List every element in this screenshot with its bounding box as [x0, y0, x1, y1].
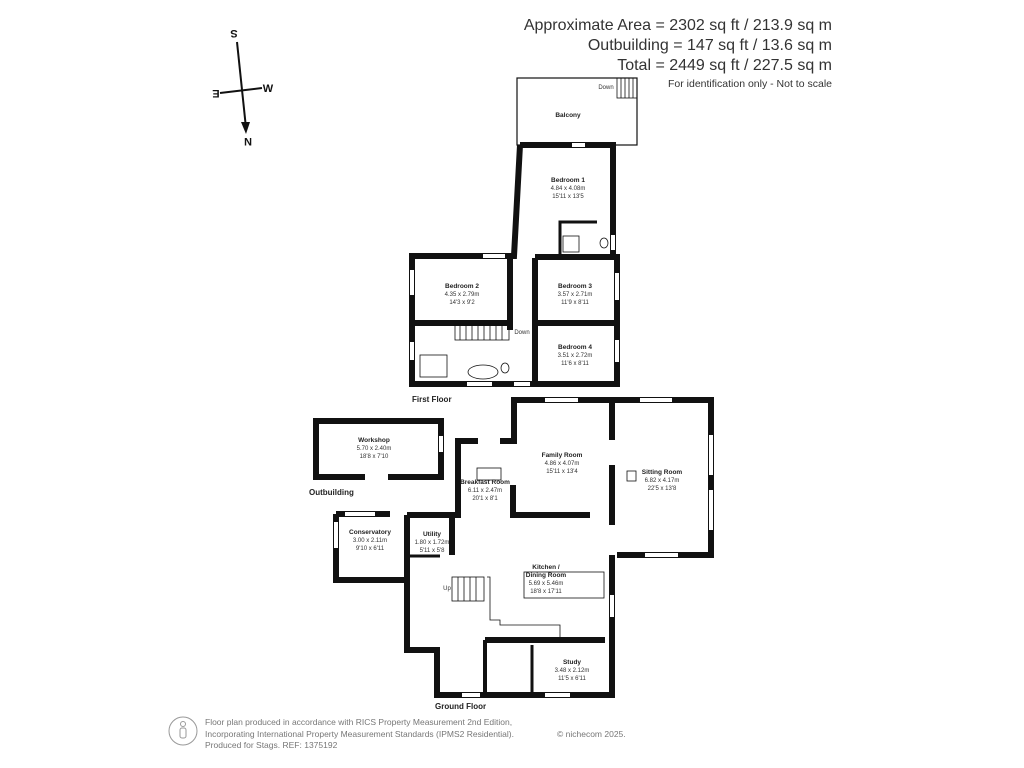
- copyright: © nichecom 2025.: [557, 729, 626, 739]
- svg-text:Bedroom 2: Bedroom 2: [445, 283, 479, 290]
- footer-line-3: Produced for Stags. REF: 1375192: [205, 740, 338, 750]
- room-sitting-room: Sitting Room 6.82 x 4.17m 22'5 x 13'8: [642, 469, 683, 492]
- svg-text:18'8 x 17'11: 18'8 x 17'11: [530, 589, 562, 595]
- footer-line-2: Incorporating International Property Mea…: [205, 728, 514, 739]
- toilet-icon: [500, 362, 510, 374]
- compass-w: W: [263, 83, 274, 95]
- first-floor-stairs-icon: [454, 323, 510, 341]
- svg-text:Utility: Utility: [423, 531, 441, 538]
- svg-text:15'11 x 13'4: 15'11 x 13'4: [546, 469, 578, 475]
- room-workshop: Workshop 5.70 x 2.40m 18'8 x 7'10: [357, 437, 392, 460]
- svg-text:Conservatory: Conservatory: [349, 529, 391, 536]
- svg-text:1.80 x 1.72m: 1.80 x 1.72m: [415, 540, 450, 546]
- compass-icon: S N E W: [212, 27, 273, 147]
- first-floor-label: First Floor: [412, 395, 452, 404]
- outbuilding-area: Outbuilding = 147 sq ft / 13.6 sq m: [587, 37, 832, 54]
- shower-icon: [419, 354, 448, 378]
- room-family-room: Family Room 4.86 x 4.07m 15'11 x 13'4: [542, 452, 583, 475]
- svg-text:22'5 x 13'8: 22'5 x 13'8: [648, 486, 677, 492]
- shower-icon: [562, 235, 580, 253]
- svg-text:Bedroom 3: Bedroom 3: [558, 283, 592, 290]
- svg-text:4.35 x 2.79m: 4.35 x 2.79m: [445, 292, 480, 298]
- svg-text:Sitting Room: Sitting Room: [642, 469, 683, 476]
- room-breakfast-room: Breakfast Room 6.11 x 2.47m 20'1 x 8'1: [460, 479, 510, 502]
- svg-text:9'10 x 6'11: 9'10 x 6'11: [356, 546, 385, 552]
- person-icon: [168, 716, 198, 746]
- svg-text:11'9 x 8'11: 11'9 x 8'11: [561, 300, 589, 306]
- room-bedroom-4: Bedroom 4 3.51 x 2.72m 11'6 x 8'11: [558, 344, 593, 367]
- ground-floor-plan: [333, 397, 714, 698]
- room-bedroom-1: Bedroom 1 4.84 x 4.08m 15'11 x 13'5: [551, 177, 586, 200]
- svg-text:Kitchen /: Kitchen /: [532, 564, 560, 571]
- skylight-icon: [476, 467, 502, 481]
- toilet-icon: [599, 237, 609, 249]
- svg-text:3.48 x 2.12m: 3.48 x 2.12m: [555, 668, 590, 674]
- svg-text:18'8 x 7'10: 18'8 x 7'10: [360, 454, 389, 460]
- svg-text:5'11 x 5'8: 5'11 x 5'8: [420, 548, 446, 554]
- room-bedroom-3: Bedroom 3 3.57 x 2.71m 11'9 x 8'11: [558, 283, 593, 306]
- approximate-area: Approximate Area = 2302 sq ft / 213.9 sq…: [523, 17, 832, 34]
- footer-line-1: Floor plan produced in accordance with R…: [205, 717, 513, 727]
- compass-e: E: [212, 87, 219, 99]
- svg-text:Dining Room: Dining Room: [526, 572, 567, 579]
- up-label: Up: [443, 586, 451, 592]
- svg-text:Family Room: Family Room: [542, 452, 583, 459]
- svg-text:6.82 x 4.17m: 6.82 x 4.17m: [645, 478, 680, 484]
- svg-text:14'3 x 9'2: 14'3 x 9'2: [449, 300, 475, 306]
- bath-icon: [467, 364, 499, 380]
- svg-text:3.51 x 2.72m: 3.51 x 2.72m: [558, 353, 593, 359]
- scale-note: For identification only - Not to scale: [668, 78, 832, 90]
- total-area: Total = 2449 sq ft / 227.5 sq m: [617, 57, 832, 74]
- svg-text:11'5 x 6'11: 11'5 x 6'11: [558, 676, 586, 682]
- svg-text:5.69 x 5.46m: 5.69 x 5.46m: [529, 581, 564, 587]
- room-kitchen-dining: Kitchen / Dining Room 5.69 x 5.46m 18'8 …: [526, 564, 567, 595]
- svg-text:4.86 x 4.07m: 4.86 x 4.07m: [545, 461, 580, 467]
- stove-icon: [626, 470, 637, 482]
- svg-text:4.84 x 4.08m: 4.84 x 4.08m: [551, 186, 586, 192]
- svg-text:15'11 x 13'5: 15'11 x 13'5: [552, 194, 584, 200]
- svg-text:20'1 x 8'1: 20'1 x 8'1: [472, 496, 498, 502]
- svg-text:Bedroom 4: Bedroom 4: [558, 344, 592, 351]
- balcony-stairs-icon: [616, 77, 638, 99]
- outbuilding-label: Outbuilding: [309, 488, 354, 497]
- ground-floor-label: Ground Floor: [435, 702, 486, 711]
- balcony-label: Balcony: [555, 112, 581, 119]
- room-bedroom-2: Bedroom 2 4.35 x 2.79m 14'3 x 9'2: [445, 283, 480, 306]
- footer-text: Floor plan produced in accordance with R…: [205, 717, 514, 752]
- kitchen-island: [523, 571, 605, 599]
- svg-text:Workshop: Workshop: [358, 437, 390, 444]
- svg-text:3.00 x 2.11m: 3.00 x 2.11m: [353, 538, 387, 544]
- svg-text:11'6 x 8'11: 11'6 x 8'11: [561, 361, 589, 367]
- compass-s: S: [230, 27, 237, 39]
- room-study: Study 3.48 x 2.12m 11'5 x 6'11: [555, 659, 590, 682]
- outbuilding-plan: [313, 418, 444, 481]
- kitchen-units: [476, 467, 637, 640]
- down-label: Down: [514, 330, 529, 336]
- compass-n: N: [244, 135, 252, 147]
- svg-text:Breakfast Room: Breakfast Room: [460, 479, 510, 486]
- room-utility: Utility 1.80 x 1.72m 5'11 x 5'8: [415, 531, 450, 554]
- svg-text:3.57 x 2.71m: 3.57 x 2.71m: [558, 292, 593, 298]
- svg-text:Bedroom 1: Bedroom 1: [551, 177, 585, 184]
- svg-text:Study: Study: [563, 659, 581, 666]
- svg-text:5.70 x 2.40m: 5.70 x 2.40m: [357, 446, 392, 452]
- ground-floor-stairs-icon: [451, 576, 485, 602]
- svg-text:6.11 x 2.47m: 6.11 x 2.47m: [468, 488, 502, 494]
- room-conservatory: Conservatory 3.00 x 2.11m 9'10 x 6'11: [349, 529, 391, 552]
- first-floor-plan: [409, 77, 638, 387]
- down-label: Down: [598, 85, 613, 91]
